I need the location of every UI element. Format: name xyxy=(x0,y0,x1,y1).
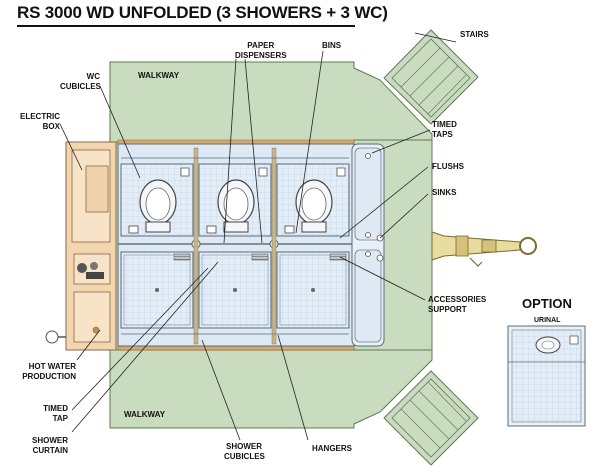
label-hangers: HANGERS xyxy=(312,444,353,453)
electric-box xyxy=(45,141,117,351)
label-accessories-support-line1: ACCESSORIES xyxy=(428,295,487,304)
label-paper-dispensers-line2: DISPENSERS xyxy=(235,51,287,60)
diagram-title: RS 3000 WD UNFOLDED (3 SHOWERS + 3 WC) xyxy=(17,3,388,22)
option-heading: OPTION xyxy=(522,296,572,311)
label-shower-cubicles-line1: SHOWER xyxy=(226,442,262,451)
label-shower-curtain: SHOWER CURTAIN xyxy=(18,436,68,456)
shower-cubicle-2 xyxy=(198,251,272,329)
stairs-top xyxy=(383,29,479,125)
label-electric-box: ELECTRIC BOX xyxy=(8,112,60,132)
label-hot-water-production-line1: HOT WATER xyxy=(28,362,76,371)
label-wc-cubicles-line1: WC xyxy=(86,72,100,81)
walkway-label-bottom: WALKWAY xyxy=(124,410,166,419)
label-timed-taps: TIMED TAPS xyxy=(432,120,457,140)
urinal-option-drawing xyxy=(507,325,586,427)
urinal-label: URINAL xyxy=(534,317,561,324)
wc-cubicle-3 xyxy=(276,163,350,237)
label-shower-curtain-line1: SHOWER xyxy=(32,436,68,445)
label-flushs: FLUSHS xyxy=(432,162,464,171)
label-electric-box-line2: BOX xyxy=(42,122,60,131)
tow-hitch xyxy=(431,231,537,267)
label-accessories-support: ACCESSORIES SUPPORT xyxy=(428,295,486,315)
shower-cubicle-1 xyxy=(120,251,194,329)
shower-cubicle-3 xyxy=(276,251,350,329)
label-timed-tap-line2: TAP xyxy=(52,414,68,423)
leader-lines xyxy=(59,32,457,441)
label-paper-dispensers: PAPER DISPENSERS xyxy=(235,41,287,61)
label-wc-cubicles: WC CUBICLES xyxy=(60,72,101,92)
walkway-label-top: WALKWAY xyxy=(138,71,180,80)
label-bins: BINS xyxy=(322,41,342,50)
label-hot-water-production: HOT WATER PRODUCTION xyxy=(8,362,76,382)
label-shower-curtain-line2: CURTAIN xyxy=(32,446,68,455)
label-paper-dispensers-line1: PAPER xyxy=(247,41,275,50)
title-underline xyxy=(17,25,355,27)
sink-counter xyxy=(351,143,385,347)
label-timed-taps-line1: TIMED xyxy=(432,120,457,129)
label-shower-cubicles: SHOWER CUBICLES xyxy=(224,442,265,462)
label-sinks: SINKS xyxy=(432,188,457,197)
label-timed-tap: TIMED TAP xyxy=(18,404,68,424)
label-shower-cubicles-line2: CUBICLES xyxy=(224,452,265,461)
label-wc-cubicles-line2: CUBICLES xyxy=(60,82,101,91)
stairs-bottom xyxy=(383,370,479,466)
wc-cubicle-1 xyxy=(120,163,194,237)
label-stairs: STAIRS xyxy=(460,30,489,39)
label-hot-water-production-line2: PRODUCTION xyxy=(22,372,76,381)
label-electric-box-line1: ELECTRIC xyxy=(20,112,60,121)
label-accessories-support-line2: SUPPORT xyxy=(428,305,467,314)
label-timed-tap-line1: TIMED xyxy=(43,404,68,413)
label-timed-taps-line2: TAPS xyxy=(432,130,453,139)
